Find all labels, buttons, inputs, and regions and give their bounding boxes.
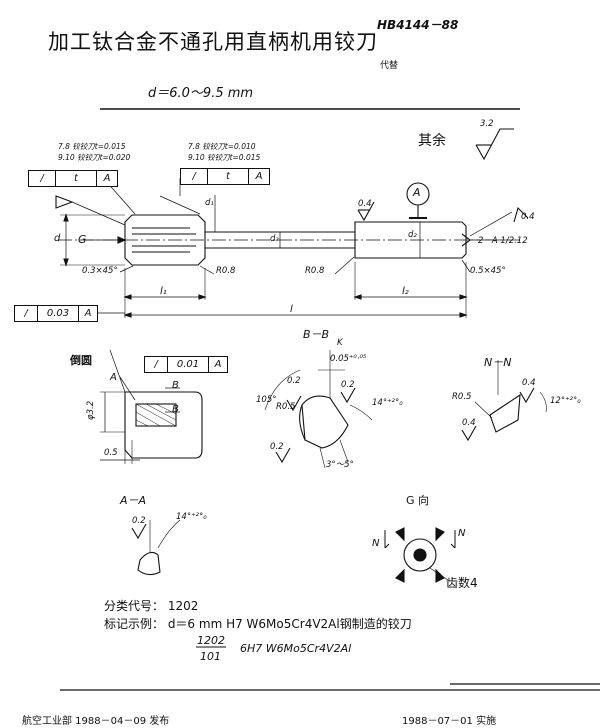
section-NN-angle-12: 12°⁺²°₀ — [550, 396, 581, 406]
marking-example: 标记示例： d＝6 mm H7 W6Mo5Cr4V2Al钢制造的铰刀 — [104, 617, 412, 631]
roughness-end: 0.4 — [521, 212, 535, 222]
detail-label-A: A — [110, 372, 117, 383]
section-BB-dim: 0.05⁺⁰·⁰⁵ — [330, 354, 367, 364]
section-BB-rough-c: 0.2 — [270, 442, 284, 452]
detail-label-B1: B — [172, 380, 179, 391]
frame-symbol: / — [181, 169, 208, 184]
section-BB-title: B－B — [303, 328, 330, 341]
section-BB-angle-14: 14°⁺²°₀ — [372, 398, 403, 408]
section-NN-radius: R0.5 — [452, 392, 472, 402]
section-NN-rough-a: 0.4 — [522, 378, 536, 388]
roughness-shank: 0.4 — [358, 199, 372, 209]
frame-datum: A — [255, 171, 263, 182]
fraction-top: 1202 — [197, 634, 225, 647]
dim-d3: d₃ — [270, 234, 279, 244]
radius-right: R0.8 — [305, 266, 325, 276]
frame-value: t — [208, 169, 249, 184]
frame-symbol: / — [29, 171, 56, 186]
section-BB-radius: R0.5 — [276, 402, 296, 412]
footer-issuer: 航空工业部 1988－04－09 发布 — [22, 716, 170, 727]
section-NN-title: N－N — [484, 356, 512, 369]
view-G-title: G 向 — [406, 494, 430, 507]
chamfer-left: 0.3×45° — [82, 266, 118, 276]
frame-datum: A — [84, 308, 92, 319]
surface-finish-value: 3.2 — [480, 119, 494, 129]
section-BB-K: K — [337, 338, 343, 348]
length-l1: l₁ — [160, 286, 167, 297]
tolerance-note-right-2: 9.10 铰铰刀t=0.015 — [188, 153, 261, 162]
tolerance-frame-right: / t A — [180, 168, 270, 185]
tolerance-frame-detail: / 0.01 A — [144, 356, 228, 373]
section-AA-rough: 0.2 — [132, 516, 146, 526]
footer-effective: 1988－07－01 实施 — [402, 716, 497, 727]
standard-number: HB4144－88 — [377, 18, 459, 32]
frame-value: t — [56, 171, 97, 186]
tolerance-frame-left: / t A — [28, 170, 118, 187]
chamfer-detail-label: 倒圆 — [70, 354, 92, 367]
surface-finish-label: 其余 — [418, 133, 446, 149]
detail-dim-phi: φ3.2 — [86, 400, 96, 420]
detail-dim-05: 0.5 — [104, 448, 118, 458]
view-G-N-left: N — [372, 538, 380, 549]
frame-datum: A — [103, 173, 111, 184]
section-BB-angle-105: 105° — [256, 395, 277, 405]
tolerance-note-right-1: 7.8 铰铰刀t=0.010 — [188, 142, 256, 151]
detail-label-B2: B — [172, 404, 179, 415]
diameter-range: d＝6.0～9.5 mm — [148, 86, 254, 101]
frame-symbol: / — [145, 357, 168, 372]
view-G-teeth: 齿数4 — [446, 576, 478, 590]
classification-code: 分类代号： 1202 — [104, 599, 199, 613]
section-BB-rough-b: 0.2 — [341, 380, 355, 390]
dim-G: G — [78, 233, 87, 246]
section-AA-title: A－A — [120, 494, 147, 507]
dim-d: d — [54, 233, 61, 244]
view-G-N-right: N — [458, 528, 466, 539]
length-l2: l₂ — [402, 286, 409, 297]
center-hole-spec: 2－A 1/2.12 — [478, 236, 528, 246]
length-l: l — [290, 304, 293, 315]
frame-datum: A — [214, 359, 222, 370]
dim-d2: d₂ — [408, 230, 417, 240]
frame-value: 0.01 — [168, 357, 209, 372]
dim-d1: d₁ — [205, 198, 214, 208]
radius-left: R0.8 — [216, 266, 236, 276]
tolerance-note-left-2: 9.10 铰铰刀t=0.020 — [58, 153, 131, 162]
section-AA-angle-14: 14°⁺²°₀ — [176, 512, 207, 522]
chamfer-right: 0.5×45° — [470, 266, 506, 276]
tolerance-note-left-1: 7.8 铰铰刀t=0.015 — [58, 142, 126, 151]
section-BB-angle-35: 3°～5° — [326, 460, 354, 470]
frame-symbol: / — [15, 306, 38, 321]
tolerance-frame-bottom: / 0.03 A — [14, 305, 98, 322]
section-BB-rough-a: 0.2 — [287, 376, 301, 386]
datum-A: A — [413, 186, 421, 199]
document-title: 加工钛合金不通孔用直柄机用铰刀 — [48, 30, 378, 54]
replaces-label: 代替 — [380, 61, 399, 71]
fraction-bottom: 101 — [200, 650, 221, 663]
section-NN-rough-b: 0.4 — [462, 418, 476, 428]
frame-value: 0.03 — [38, 306, 79, 321]
fraction-rest: 6H7 W6Mo5Cr4V2Al — [240, 642, 352, 655]
